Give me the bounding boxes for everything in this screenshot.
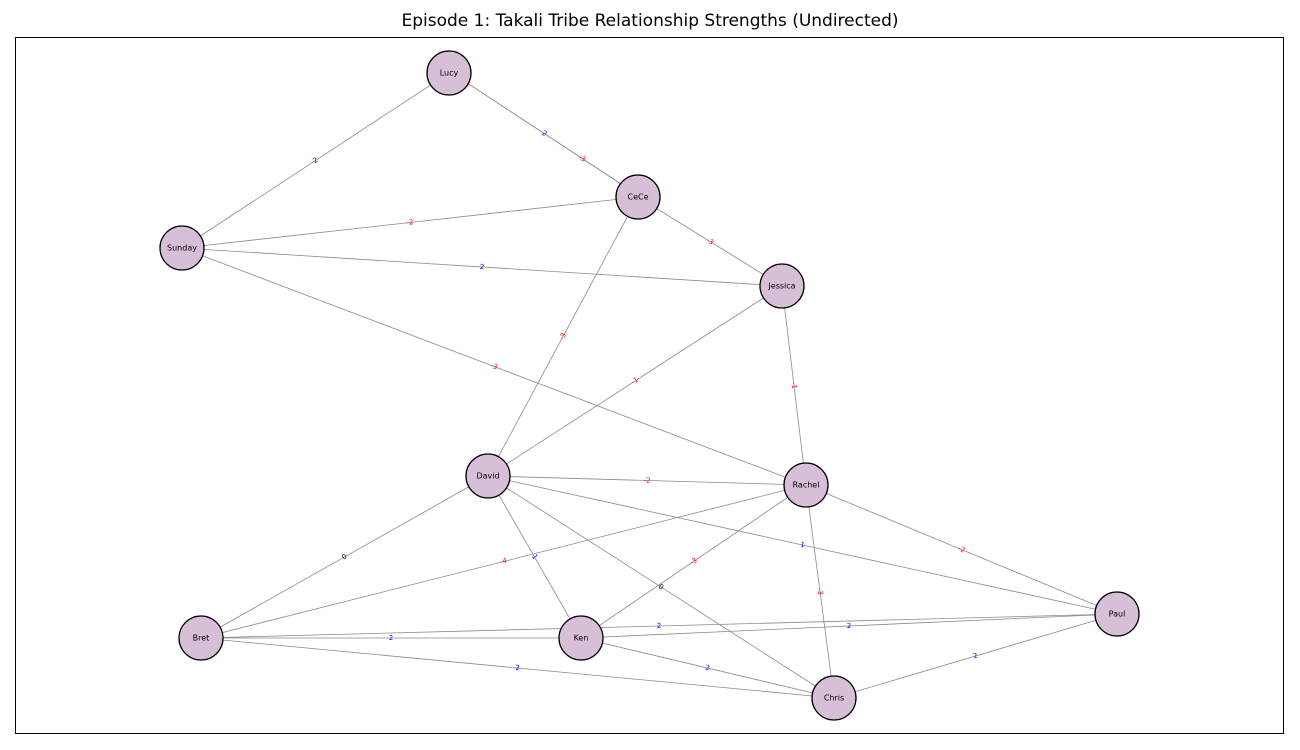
edge-cece-david — [487, 196, 639, 477]
edge-label-sunday-cece: -2 — [406, 218, 414, 227]
node-jessica: Jessica — [759, 263, 805, 309]
edge-david-ken — [487, 475, 582, 639]
node-bret: Bret — [178, 615, 224, 661]
node-circle-chris — [811, 675, 857, 721]
node-circle-lucy — [426, 50, 472, 96]
node-david: David — [465, 453, 511, 499]
edge-sunday-cece — [181, 196, 639, 249]
edge-chris-paul — [833, 613, 1118, 699]
edge-label-jessica-rachel: -1 — [790, 382, 799, 390]
edge-david-rachel — [487, 475, 807, 486]
edge-label-sunday-rachel: -3 — [489, 362, 498, 372]
edge-cece-lucy — [449, 71, 640, 196]
node-label-jessica: Jessica — [767, 282, 795, 291]
edge-david-paul — [487, 475, 1118, 615]
edge-cece-jessica — [637, 196, 783, 287]
edge-label-rachel-paul: -2 — [957, 544, 967, 554]
node-label-chris: Chris — [824, 694, 844, 703]
edge-label-david-chris: 0 — [657, 582, 665, 591]
edge-label-rachel-chris: -3 — [816, 588, 825, 596]
node-label-paul: Paul — [1109, 610, 1126, 619]
diagram-title: Episode 1: Takali Tribe Relationship Str… — [401, 11, 899, 31]
edge-rachel-ken — [580, 484, 807, 639]
edge-label-david-paul: 1 — [799, 541, 805, 550]
node-lucy: Lucy — [426, 50, 472, 96]
edge-label-david-ken: 1 — [530, 553, 539, 561]
edge-lucy-sunday — [181, 72, 450, 249]
edge-jessica-rachel — [781, 285, 807, 486]
node-label-lucy: Lucy — [440, 69, 459, 78]
edge-label-david-rachel: -2 — [643, 476, 650, 484]
edge-label-jessica-david: -1 — [630, 376, 640, 387]
node-label-ken: Ken — [574, 634, 589, 643]
edge-bret-chris — [200, 637, 835, 699]
node-label-cece: CeCe — [627, 193, 648, 202]
edge-jessica-david — [487, 285, 783, 477]
node-cece: CeCe — [615, 174, 661, 220]
nodes-layer: LucyCeCeSundayJessicaDavidRachelPaulBret… — [159, 50, 1140, 721]
node-label-rachel: Rachel — [793, 481, 820, 490]
node-circle-david — [465, 453, 511, 499]
edge-bret-paul — [200, 613, 1118, 639]
edge-label-chris-paul: 2 — [972, 652, 979, 661]
edge-rachel-bret — [200, 484, 807, 639]
node-label-david: David — [476, 472, 499, 481]
edge-labels-layer: 2 -3 2 -2 2 -3 -3 -3 -1 -1 -2 1 1 0 0 -4 -3 -3 -2 2 2 2 2 2 2 — [311, 129, 978, 672]
edge-david-chris — [487, 475, 835, 699]
edge-label-lucy-sunday: 2 — [311, 156, 319, 165]
node-label-sunday: Sunday — [167, 244, 197, 253]
node-rachel: Rachel — [783, 462, 829, 508]
node-circle-sunday — [159, 225, 205, 271]
node-circle-bret — [178, 615, 224, 661]
edge-label-lucy-cece: -3 — [577, 153, 587, 164]
edge-ken-chris — [580, 637, 835, 699]
edge-label-bret-ken: 2 — [389, 634, 393, 642]
node-circle-ken — [558, 615, 604, 661]
edge-label-cece-david: -3 — [558, 332, 568, 342]
edge-rachel-chris — [805, 484, 835, 699]
node-paul: Paul — [1094, 591, 1140, 637]
edge-rachel-paul — [805, 484, 1118, 615]
edge-label-rachel-bret: -4 — [499, 557, 508, 567]
edges-layer — [181, 71, 1118, 699]
edge-label-sunday-jessica: 2 — [480, 263, 485, 271]
node-circle-rachel — [783, 462, 829, 508]
edge-label-bret-chris: 2 — [515, 664, 520, 672]
edge-sunday-jessica — [181, 247, 783, 287]
node-circle-cece — [615, 174, 661, 220]
edge-label-david-bret: 0 — [341, 552, 349, 561]
node-circle-paul — [1094, 591, 1140, 637]
edge-label-cece-lucy: 2 — [540, 129, 548, 138]
edge-label-rachel-ken: -3 — [688, 556, 698, 567]
node-ken: Ken — [558, 615, 604, 661]
edge-ken-paul — [580, 613, 1118, 639]
edge-david-bret — [200, 475, 489, 639]
edge-label-cece-jessica: -3 — [705, 236, 715, 246]
edge-label-ken-chris: 2 — [704, 664, 710, 673]
edge-sunday-rachel — [181, 247, 807, 486]
node-sunday: Sunday — [159, 225, 205, 271]
edge-label-bret-paul: 2 — [657, 622, 662, 630]
graph-frame — [15, 37, 1284, 734]
node-chris: Chris — [811, 675, 857, 721]
edge-label-ken-paul: 2 — [847, 622, 852, 630]
node-label-bret: Bret — [193, 634, 210, 643]
node-circle-jessica — [759, 263, 805, 309]
